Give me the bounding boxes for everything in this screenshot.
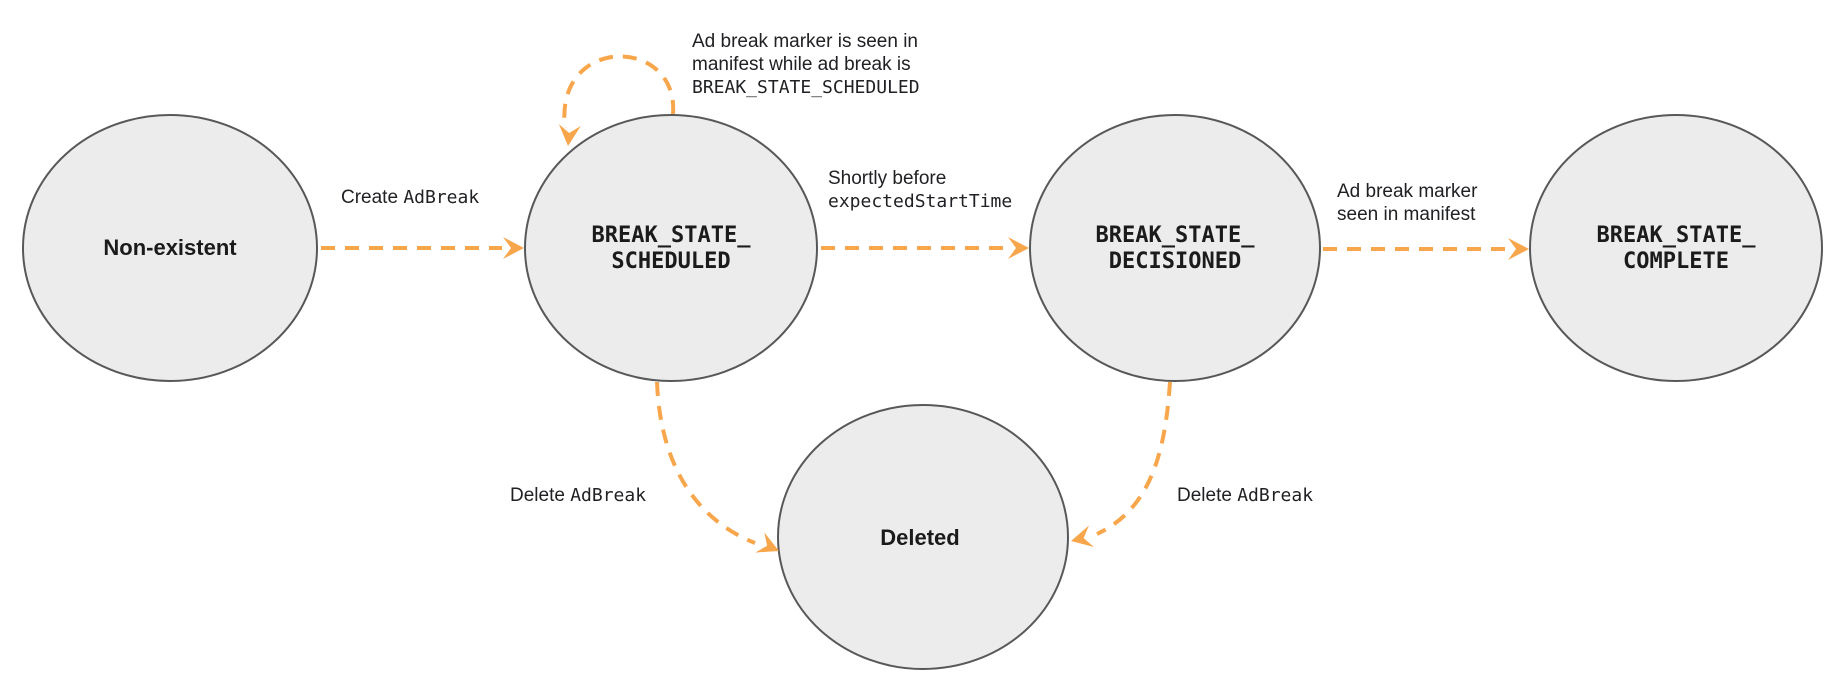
state-label-decisioned-line2: DECISIONED (1108, 249, 1242, 274)
edge-complete-arrowhead-icon (1508, 238, 1529, 260)
edge-label-delete-scheduled-plain: Delete (510, 485, 565, 506)
state-label-scheduled: BREAK_STATE_ SCHEDULED (592, 223, 751, 275)
edge-delete-scheduled-arrowhead-icon (755, 532, 779, 553)
edge-label-shortly-before-line2: expectedStartTime (828, 191, 1013, 212)
edge-label-delete-scheduled-code: AdBreak (570, 485, 647, 506)
state-label-scheduled-line1: BREAK_STATE_ (591, 223, 751, 248)
edge-create-arrowhead-icon (503, 237, 524, 259)
state-label-deleted: Deleted (880, 525, 959, 551)
edge-self-loop-path (562, 54, 676, 129)
edge-decisioned-arrowhead-icon (1008, 237, 1029, 259)
state-label-scheduled-line2: SCHEDULED (611, 249, 731, 274)
state-label-complete: BREAK_STATE_ COMPLETE (1597, 223, 1756, 275)
edge-label-shortly-before-line1: Shortly before (828, 168, 947, 189)
state-label-complete-line2: COMPLETE (1623, 249, 1729, 274)
state-label-deleted-text: Deleted (880, 525, 960, 550)
edge-label-create-code: AdBreak (403, 187, 480, 208)
node-circle-scheduled (524, 114, 818, 382)
edge-label-delete-decisioned-code: AdBreak (1237, 485, 1314, 506)
edge-label-create: Create AdBreak (341, 186, 479, 209)
edge-label-delete-decisioned: Delete AdBreak (1177, 484, 1313, 507)
state-label-non-existent-text: Non-existent (103, 235, 237, 260)
edge-label-delete-scheduled: Delete AdBreak (510, 484, 646, 507)
edge-label-create-plain: Create (341, 187, 399, 208)
state-label-decisioned-line1: BREAK_STATE_ (1095, 223, 1255, 248)
node-circle-decisioned (1029, 114, 1321, 382)
edge-label-self-loop-line1: Ad break marker is seen in (692, 31, 918, 52)
edge-label-shortly-before: Shortly before expectedStartTime (828, 167, 1012, 213)
edge-label-self-loop-line2: manifest while ad break is (692, 54, 911, 75)
edge-label-self-loop: Ad break marker is seen in manifest whil… (692, 30, 920, 99)
edge-label-marker-seen: Ad break marker seen in manifest (1337, 180, 1477, 226)
node-circle-complete (1529, 114, 1823, 382)
state-label-complete-line1: BREAK_STATE_ (1596, 223, 1756, 248)
node-circle-deleted (777, 404, 1069, 670)
edge-self-loop-arrowhead-icon (558, 124, 581, 146)
edge-delete-scheduled-path (655, 381, 756, 545)
edge-label-marker-seen-line1: Ad break marker (1337, 181, 1478, 202)
edge-label-delete-decisioned-plain: Delete (1177, 485, 1232, 506)
edge-delete-decisioned-path (1096, 381, 1172, 536)
edge-delete-decisioned-arrowhead-icon (1071, 525, 1094, 547)
state-label-decisioned: BREAK_STATE_ DECISIONED (1096, 223, 1255, 275)
edge-label-self-loop-line3: BREAK_STATE_SCHEDULED (692, 77, 920, 98)
state-label-non-existent: Non-existent (103, 235, 236, 261)
edge-label-marker-seen-line2: seen in manifest (1337, 204, 1476, 225)
node-circle-non-existent (22, 114, 318, 382)
